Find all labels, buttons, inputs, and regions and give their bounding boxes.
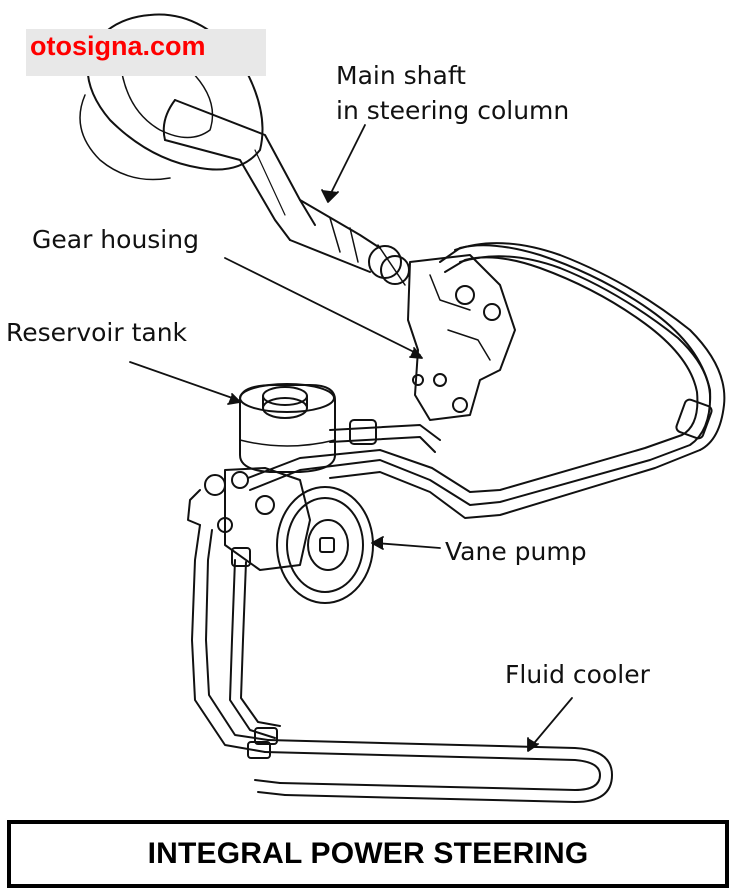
vane-pump (187, 467, 374, 604)
gear-housing (407, 254, 516, 421)
main-shaft-arrow (329, 124, 366, 196)
vane-pump-arrow (374, 542, 441, 549)
label-fluid-cooler: Fluid cooler (505, 660, 650, 689)
caption-text: INTEGRAL POWER STEERING (147, 837, 589, 870)
label-reservoir-tank: Reservoir tank (6, 318, 188, 347)
power-steering-illustration (79, 13, 726, 803)
reservoir-tank-arrow (129, 361, 239, 401)
label-gear-housing: Gear housing (32, 225, 199, 254)
watermark: otosigna.com (26, 29, 266, 76)
reservoir-tank (239, 383, 336, 473)
label-main-shaft-line1: Main shaft (336, 61, 466, 90)
pressure-hoses (247, 242, 726, 519)
diagram-caption: INTEGRAL POWER STEERING (7, 820, 729, 888)
fluid-cooler-arrow (529, 697, 573, 749)
label-main-shaft-line2: in steering column (336, 96, 570, 125)
label-vane-pump: Vane pump (445, 537, 587, 566)
return-hoses (191, 524, 281, 759)
steering-column (162, 99, 316, 241)
watermark-text: otosigna.com (30, 31, 206, 61)
leader-arrows (129, 124, 573, 752)
fluid-cooler (254, 739, 613, 803)
gear-housing-arrow (224, 257, 421, 356)
